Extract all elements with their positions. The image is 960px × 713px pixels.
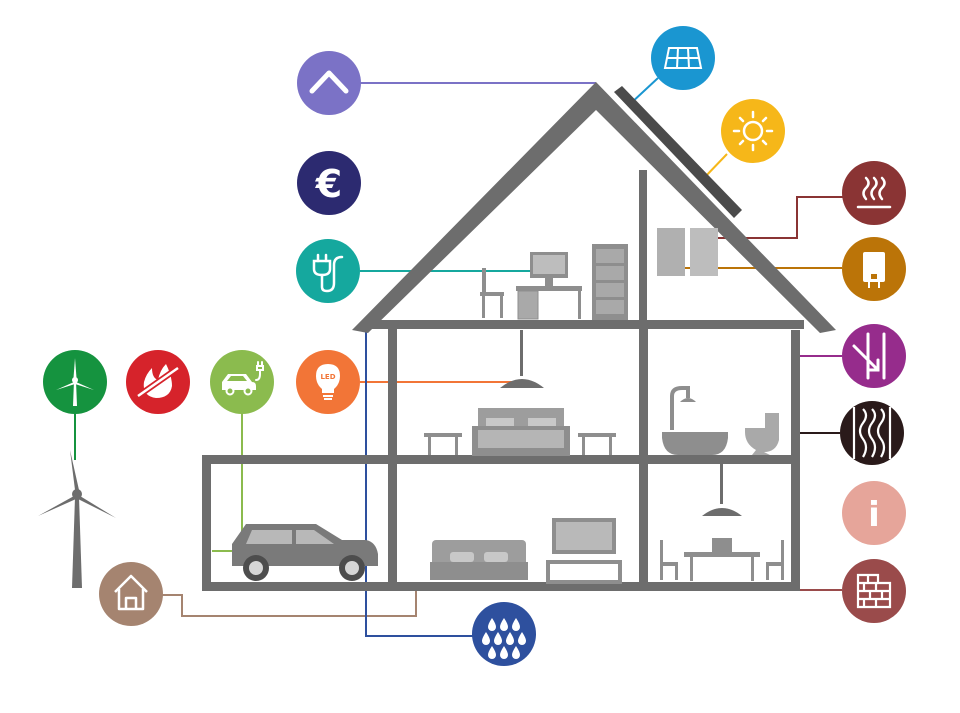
led-bulb-icon[interactable]: LED [296, 350, 360, 414]
right-wall [791, 330, 800, 591]
attic-divider [639, 170, 647, 325]
connector-heating [708, 196, 846, 239]
connector-water [365, 330, 474, 637]
garage-wall [202, 455, 211, 591]
info-icon[interactable]: i [842, 481, 906, 545]
bedroom [424, 330, 616, 456]
shower [670, 386, 690, 430]
chair-left [660, 540, 663, 580]
garage-roof [202, 455, 397, 464]
wind-turbine-icon[interactable] [43, 350, 107, 414]
wind-turbine [38, 450, 116, 588]
house-icon[interactable] [99, 562, 163, 626]
ceiling-lamp [500, 379, 544, 388]
ventilation-icon[interactable] [842, 324, 906, 388]
boiler-unit-2 [690, 228, 718, 276]
euro-icon[interactable]: € [297, 151, 361, 215]
nightstand-right [578, 433, 616, 437]
plug-icon[interactable] [296, 239, 360, 303]
connector-ev [212, 413, 243, 552]
bathtub [662, 432, 728, 455]
no-fire-icon[interactable] [126, 350, 190, 414]
connector-floor [162, 582, 417, 617]
dining-lamp [702, 508, 742, 516]
desk [516, 286, 582, 291]
tv-stand [546, 560, 622, 584]
sun-icon[interactable] [721, 99, 785, 163]
bathroom [662, 386, 779, 455]
led-label: LED [320, 373, 335, 381]
ev-charger-icon[interactable] [210, 350, 274, 414]
euro-symbol: € [315, 162, 342, 206]
solar-panel-icon[interactable] [651, 26, 715, 90]
middle-floor [388, 455, 800, 464]
water-drops-icon[interactable] [472, 602, 536, 666]
boiler-icon[interactable] [842, 237, 906, 301]
chevron-up-icon[interactable] [297, 51, 361, 115]
ground-floor [202, 582, 800, 591]
chair-right [781, 540, 784, 580]
sofa [430, 562, 528, 580]
attic-office [480, 228, 718, 320]
roof-solar-strip [614, 86, 742, 218]
info-symbol: i [868, 495, 880, 535]
chair [480, 292, 504, 296]
brick-wall-icon[interactable] [842, 559, 906, 623]
dining-room [660, 464, 784, 581]
center-wall [639, 320, 648, 591]
attic-floor [366, 320, 804, 329]
hotspot-icons: € [43, 26, 906, 666]
nightstand-left [424, 433, 462, 437]
house-structure [38, 82, 836, 591]
living-room [430, 518, 622, 584]
toilet [745, 428, 779, 455]
connector-sun [703, 153, 728, 179]
heating-icon[interactable] [842, 161, 906, 225]
dining-table [684, 552, 760, 557]
wall-insulation-icon[interactable] [840, 401, 904, 465]
car [232, 524, 378, 581]
boiler-unit-1 [657, 228, 685, 276]
